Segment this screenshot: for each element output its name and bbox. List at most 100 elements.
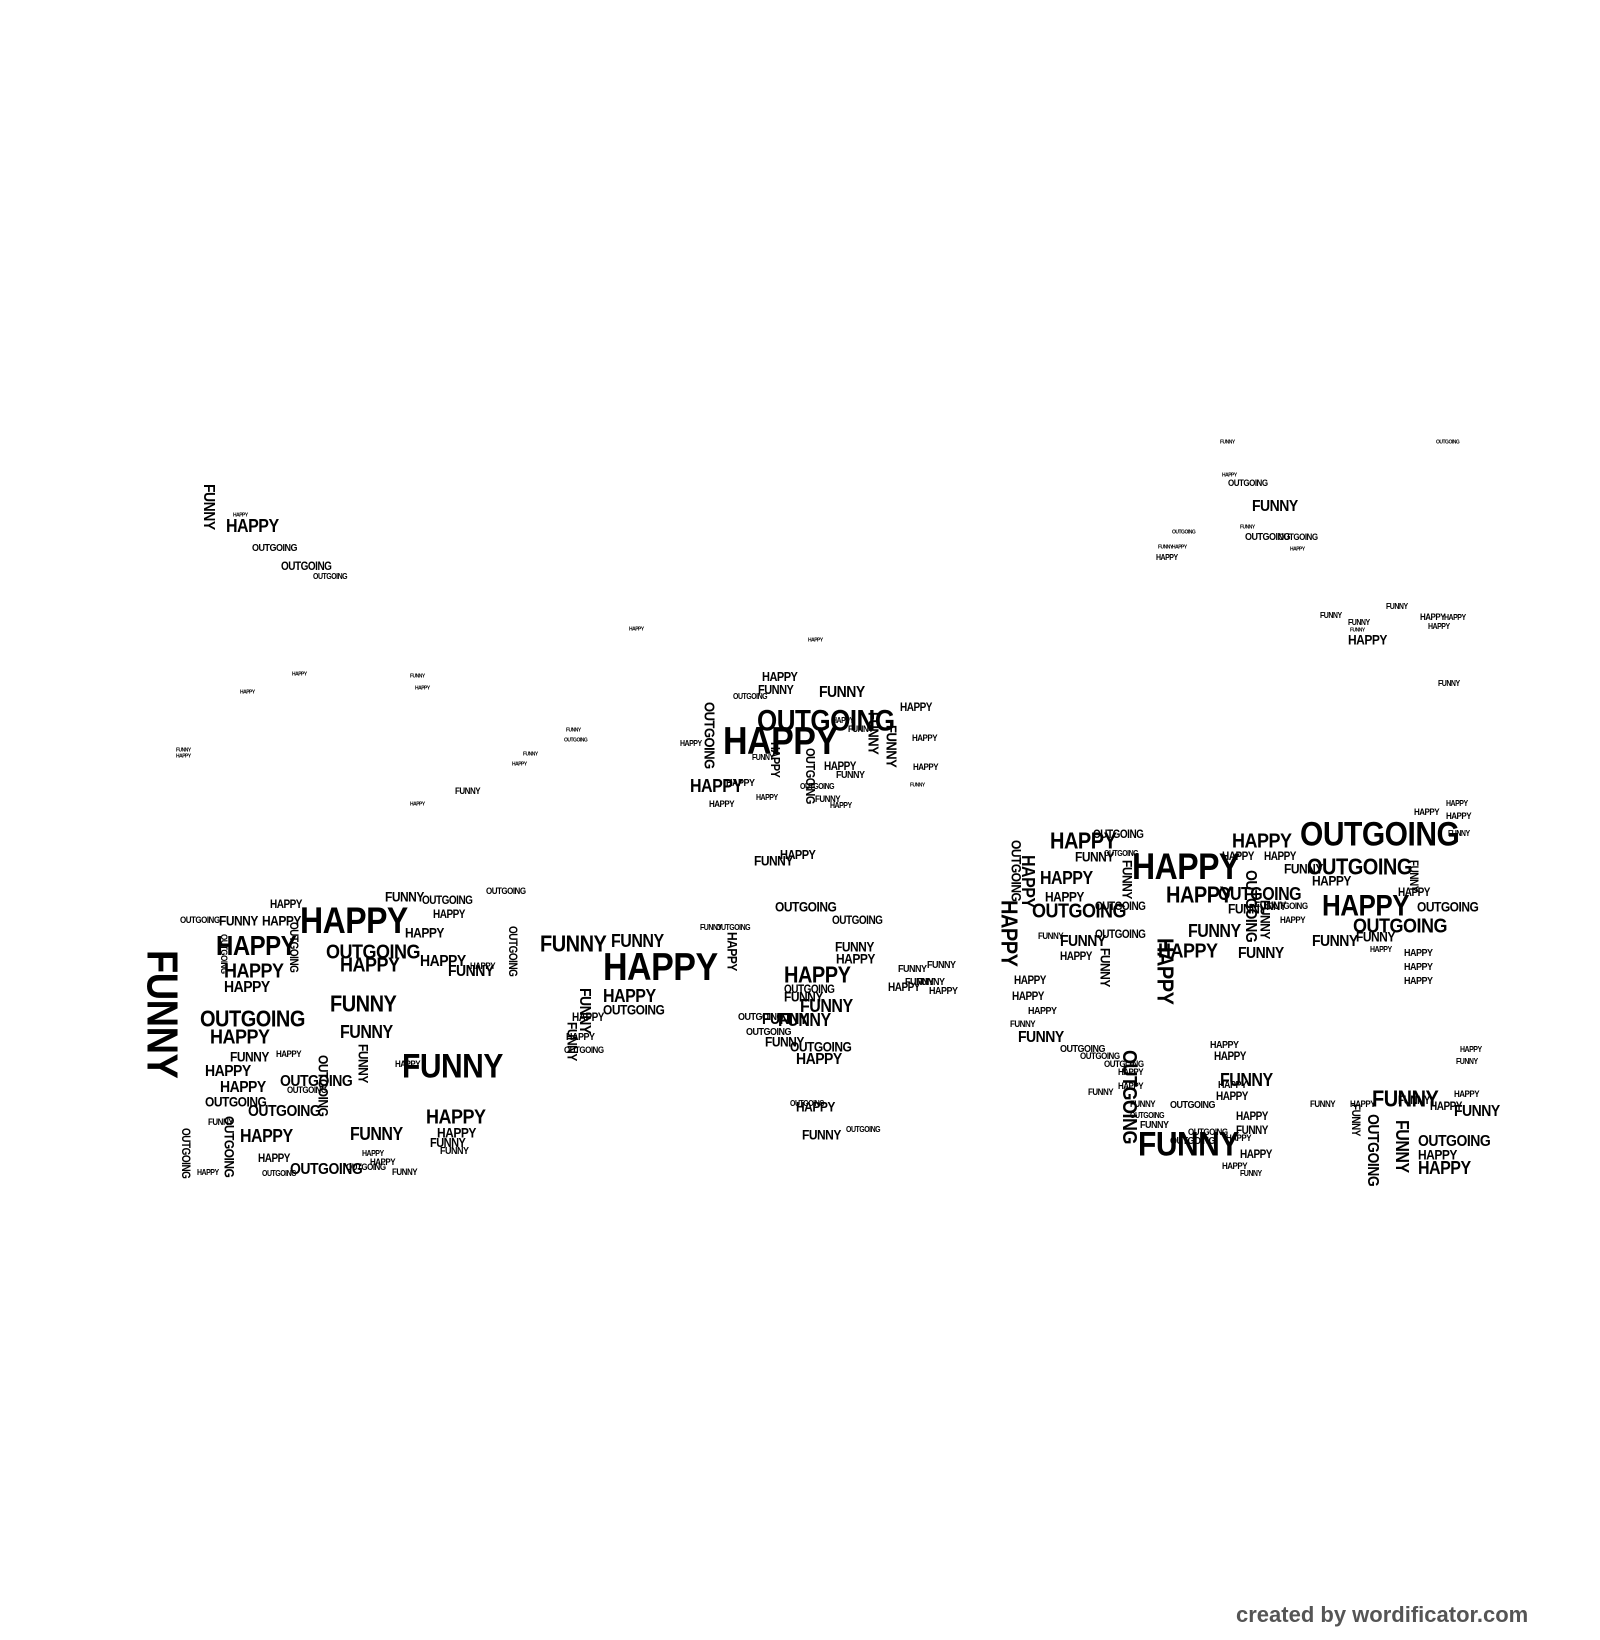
- cloud-word: OUTGOING: [832, 914, 883, 928]
- cloud-word: FUNNY: [611, 931, 664, 952]
- cloud-word: HAPPY: [437, 1124, 476, 1141]
- cloud-word: FUNNY: [910, 781, 925, 789]
- cloud-word: OUTGOING: [280, 1070, 353, 1090]
- cloud-word: HAPPY: [1166, 882, 1233, 909]
- cloud-word: FUNNY: [1398, 1094, 1430, 1108]
- cloud-word: FUNNY: [898, 962, 927, 975]
- cloud-word: FUNNY: [576, 988, 596, 1034]
- cloud-word: FUNNY: [176, 746, 191, 754]
- cloud-word: OUTGOING: [1188, 1126, 1228, 1138]
- cloud-word: FUNNY: [1386, 603, 1408, 612]
- cloud-word: HAPPY: [1348, 631, 1387, 648]
- cloud-word: OUTGOING: [1417, 898, 1479, 915]
- cloud-word: FUNNY: [1238, 942, 1284, 962]
- cloud-word: OUTGOING: [315, 1055, 332, 1117]
- cloud-word: FUNNY: [848, 723, 874, 735]
- cloud-word: OUTGOING: [200, 1006, 305, 1033]
- cloud-word: FUNNY: [440, 1144, 469, 1157]
- cloud-word: FUNNY: [1228, 900, 1267, 917]
- cloud-word: HAPPY: [1158, 938, 1218, 962]
- cloud-word: FUNNY: [815, 793, 841, 805]
- cloud-word: FUNNY: [835, 938, 874, 955]
- cloud-word: HAPPY: [1430, 1100, 1462, 1114]
- cloud-word: HAPPY: [1446, 810, 1472, 822]
- cloud-word: OUTGOING: [846, 1126, 881, 1135]
- cloud-word: FUNNY: [1240, 523, 1255, 531]
- cloud-word: HAPPY: [1151, 938, 1178, 1005]
- cloud-word: OUTGOING: [1418, 1130, 1491, 1150]
- cloud-word: FUNNY: [355, 1044, 372, 1083]
- cloud-word: FUNNY: [1075, 848, 1114, 865]
- cloud-word: OUTGOING: [1245, 530, 1291, 543]
- cloud-word: FUNNY: [340, 1022, 393, 1043]
- cloud-word: FUNNY: [1350, 626, 1365, 634]
- cloud-word: HAPPY: [1454, 1088, 1480, 1100]
- cloud-word: FUNNY: [385, 888, 424, 905]
- cloud-word: OUTGOING: [700, 702, 719, 769]
- cloud-word: OUTGOING: [287, 1084, 327, 1096]
- cloud-word: HAPPY: [1290, 545, 1305, 553]
- cloud-word: HAPPY: [1240, 1148, 1272, 1162]
- cloud-word: FUNNY: [330, 991, 397, 1018]
- cloud-word: OUTGOING: [486, 885, 526, 897]
- cloud-word: HAPPY: [1404, 974, 1433, 987]
- cloud-word: OUTGOING: [180, 914, 220, 926]
- cloud-word: HAPPY: [756, 794, 778, 803]
- cloud-word: HAPPY: [603, 945, 718, 990]
- cloud-word: HAPPY: [1118, 1080, 1144, 1092]
- cloud-word: OUTGOING: [178, 1128, 192, 1179]
- cloud-word: HAPPY: [210, 1024, 270, 1048]
- cloud-word: HAPPY: [226, 516, 279, 537]
- cloud-word: HAPPY: [1040, 868, 1093, 889]
- cloud-word: FUNNY: [200, 484, 220, 530]
- cloud-word: OUTGOING: [757, 702, 895, 738]
- cloud-word: FUNNY: [455, 785, 481, 797]
- cloud-word: HAPPY: [1444, 614, 1466, 623]
- cloud-word: OUTGOING: [1093, 828, 1144, 842]
- cloud-word: FUNNY: [1220, 1070, 1273, 1091]
- cloud-word: HAPPY: [1460, 1046, 1482, 1055]
- cloud-word: FUNNY: [208, 1116, 234, 1128]
- cloud-word: FUNNY: [1456, 1058, 1478, 1067]
- cloud-word: HAPPY: [1418, 1146, 1457, 1163]
- cloud-word: HAPPY: [1222, 471, 1237, 479]
- cloud-word: FUNNY: [1088, 1086, 1114, 1098]
- cloud-word: FUNNY: [819, 681, 865, 701]
- cloud-word: OUTGOING: [790, 1038, 852, 1055]
- credit-text: created by wordificator.com: [1236, 1602, 1529, 1627]
- cloud-word: OUTGOING: [281, 560, 332, 574]
- cloud-word: FUNNY: [754, 852, 793, 869]
- cloud-word: HAPPY: [1028, 1004, 1057, 1017]
- cloud-word: OUTGOING: [800, 783, 835, 792]
- cloud-word: HAPPY: [240, 1126, 293, 1147]
- cloud-word: OUTGOING: [1228, 477, 1268, 489]
- cloud-word: OUTGOING: [1104, 1058, 1144, 1070]
- cloud-word: HAPPY: [726, 776, 755, 789]
- cloud-word: HAPPY: [300, 899, 408, 942]
- cloud-word: FUNNY: [1119, 860, 1136, 899]
- cloud-word: HAPPY: [912, 732, 938, 744]
- cloud-word: OUTGOING: [603, 1001, 665, 1018]
- cloud-word: FUNNY: [230, 1048, 269, 1065]
- cloud-word: HAPPY: [1222, 1160, 1248, 1172]
- cloud-word: HAPPY: [420, 950, 466, 970]
- cloud-word: FUNNY: [762, 1008, 808, 1028]
- cloud-word: HAPPY: [913, 761, 939, 773]
- cloud-word: HAPPY: [1428, 623, 1450, 632]
- cloud-word: HAPPY: [1370, 946, 1392, 955]
- cloud-word: HAPPY: [1050, 828, 1117, 855]
- cloud-word: HAPPY: [426, 1104, 486, 1128]
- cloud-word: HAPPY: [1446, 800, 1468, 809]
- cloud-word: OUTGOING: [422, 894, 473, 908]
- cloud-word: FUNNY: [1240, 1170, 1262, 1179]
- cloud-word: HAPPY: [629, 625, 644, 633]
- cloud-word: FUNNY: [700, 924, 722, 933]
- cloud-word: HAPPY: [830, 802, 852, 811]
- cloud-word: FUNNY: [1356, 928, 1395, 945]
- cloud-word: FUNNY: [802, 1126, 841, 1143]
- cloud-word: OUTGOING: [564, 736, 588, 744]
- cloud-word: HAPPY: [1014, 974, 1046, 988]
- cloud-word: OUTGOING: [221, 1116, 238, 1178]
- cloud-word: HAPPY: [224, 976, 270, 996]
